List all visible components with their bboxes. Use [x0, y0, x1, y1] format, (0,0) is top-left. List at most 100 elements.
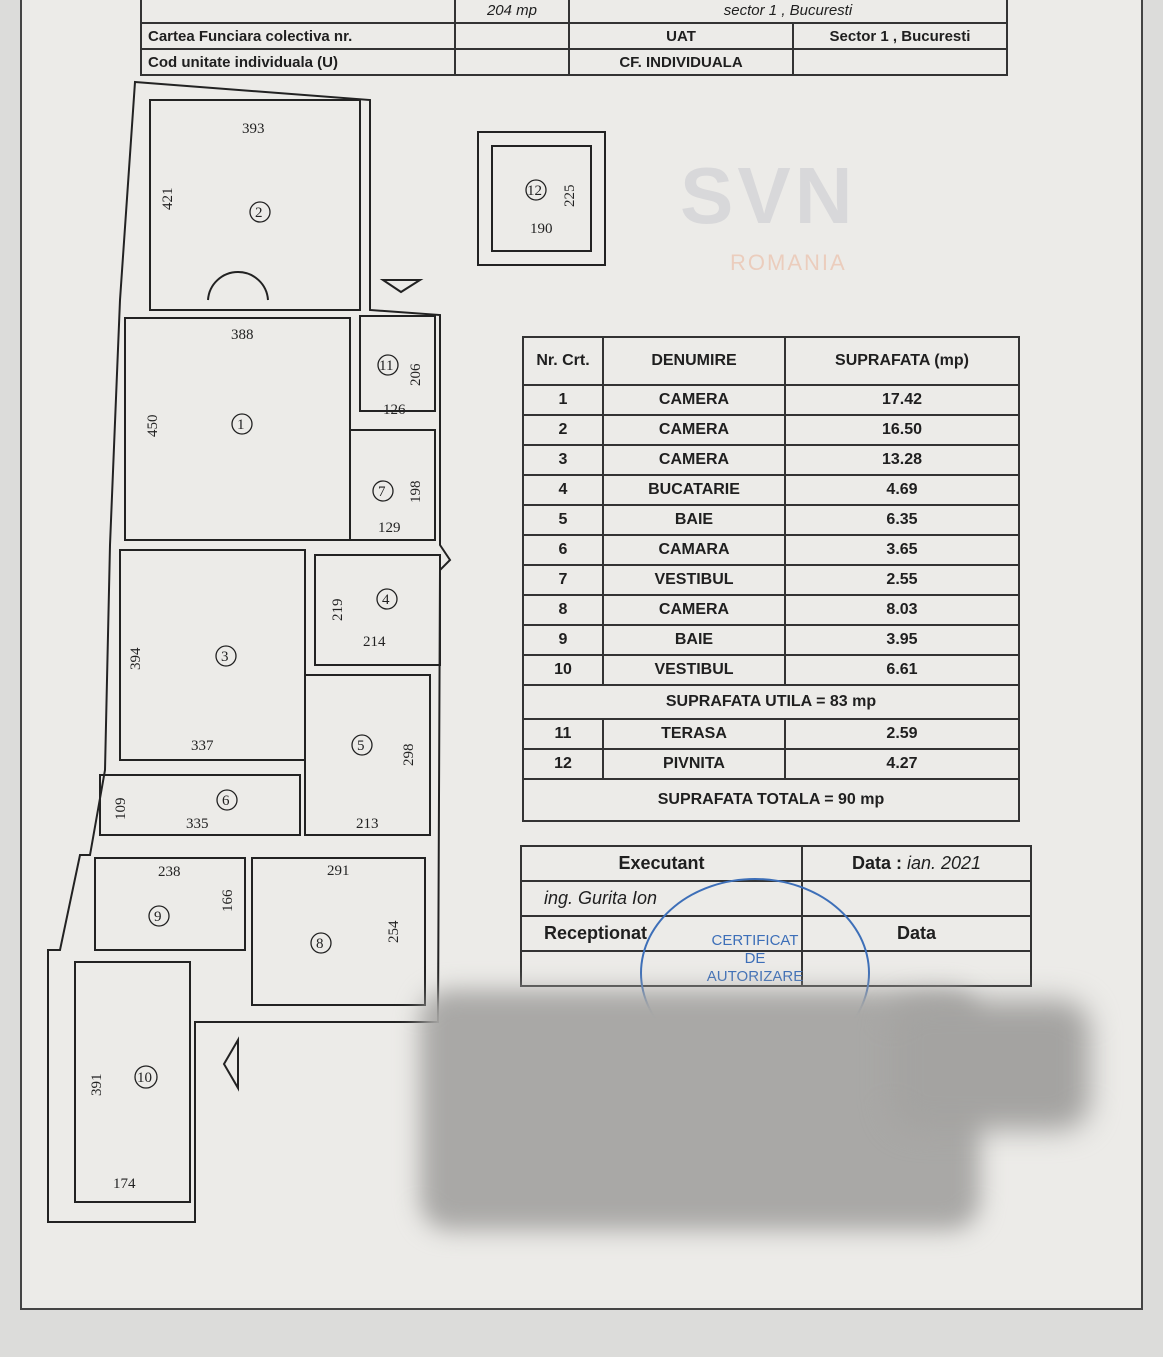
executant-label: Executant — [520, 845, 803, 882]
svg-text:298: 298 — [401, 744, 417, 767]
svg-text:214: 214 — [363, 634, 386, 650]
cf-colectiva-label: Cartea Funciara colectiva nr. — [140, 22, 456, 50]
uat-value: Sector 1 , Bucuresti — [792, 22, 1008, 50]
svg-text:393: 393 — [242, 121, 265, 137]
cell-nr: 4 — [522, 474, 604, 506]
room-11-walls — [359, 315, 436, 412]
room-3-walls — [119, 549, 306, 761]
area-partial: 204 mp — [454, 0, 570, 24]
dimension-labels: 393 421 388 450 206 126 198 129 219 214 … — [89, 121, 578, 1192]
svg-text:9: 9 — [154, 909, 162, 925]
stamp-line-1: CERTIFICAT — [711, 932, 799, 949]
room-9-walls — [94, 857, 246, 951]
svg-text:206: 206 — [408, 363, 424, 386]
room-6-walls — [99, 774, 301, 836]
svg-text:190: 190 — [530, 221, 553, 237]
room-12-inner — [491, 145, 592, 252]
cell-nr: 5 — [522, 504, 604, 536]
cell-nr: 3 — [522, 444, 604, 476]
cell-suprafata: 3.65 — [784, 534, 1020, 566]
cell-denumire: VESTIBUL — [602, 564, 786, 596]
svg-text:2: 2 — [255, 205, 263, 221]
cell-nr: 11 — [522, 718, 604, 750]
room-8-walls — [251, 857, 426, 1006]
cell-denumire: CAMARA — [602, 534, 786, 566]
walls — [47, 80, 606, 1223]
authorization-stamp: CERTIFICAT DE AUTORIZARE — [640, 878, 870, 1068]
svg-text:166: 166 — [220, 889, 236, 912]
door-swing — [207, 270, 269, 301]
svg-text:109: 109 — [113, 798, 129, 821]
cell-denumire: CAMERA — [602, 414, 786, 446]
stamp-line-3: AUTORIZARE — [706, 968, 804, 985]
redacted-area — [420, 990, 980, 1230]
cell-denumire: TERASA — [602, 718, 786, 750]
svg-text:225: 225 — [562, 185, 578, 208]
cell-nr: 1 — [522, 384, 604, 416]
room-5-walls — [304, 674, 431, 836]
cell-denumire: BAIE — [602, 504, 786, 536]
svg-text:3: 3 — [221, 649, 229, 665]
svg-text:219: 219 — [330, 599, 346, 622]
room-7-walls — [349, 429, 436, 541]
cell-nr: 2 — [522, 414, 604, 446]
svg-text:10: 10 — [137, 1070, 152, 1086]
entrance-arrow-icon-2 — [222, 1036, 239, 1092]
room-4-walls — [314, 554, 441, 666]
cell-suprafata: 3.95 — [784, 624, 1020, 656]
cell-denumire: BAIE — [602, 624, 786, 656]
svg-text:238: 238 — [158, 864, 181, 880]
svg-text:11: 11 — [379, 358, 393, 374]
room-2-walls — [149, 99, 361, 311]
cell-suprafata: 2.55 — [784, 564, 1020, 596]
cell-nr: 7 — [522, 564, 604, 596]
cell-nr: 10 — [522, 654, 604, 686]
cell-nr: 9 — [522, 624, 604, 656]
uat-label: UAT — [568, 22, 794, 50]
svg-text:388: 388 — [231, 327, 254, 343]
svg-text:174: 174 — [113, 1176, 136, 1192]
svg-text:12: 12 — [527, 183, 542, 199]
svg-text:129: 129 — [378, 520, 401, 536]
date-label: Data : — [851, 853, 907, 873]
svg-text:198: 198 — [408, 481, 424, 504]
svg-text:254: 254 — [386, 920, 402, 943]
cell-suprafata: 13.28 — [784, 444, 1020, 476]
svg-text:4: 4 — [382, 592, 390, 608]
svg-text:213: 213 — [356, 816, 379, 832]
table-header: Nr. Crt. DENUMIRE SUPRAFATA (mp) — [522, 336, 1020, 386]
watermark-sub: ROMANIA — [730, 250, 847, 275]
room-10-walls — [74, 961, 191, 1203]
svg-text:335: 335 — [186, 816, 209, 832]
cell-suprafata: 6.61 — [784, 654, 1020, 686]
cell-denumire: CAMERA — [602, 384, 786, 416]
svg-text:394: 394 — [128, 647, 144, 670]
cell-denumire: BUCATARIE — [602, 474, 786, 506]
cell-nr: 6 — [522, 534, 604, 566]
room-12-outer — [477, 131, 606, 266]
util-surface: SUPRAFATA UTILA = 83 mp — [522, 684, 1020, 720]
svg-text:126: 126 — [383, 402, 406, 418]
cell-suprafata: 4.69 — [784, 474, 1020, 506]
svg-text:7: 7 — [378, 484, 386, 500]
cell-nr: 12 — [522, 748, 604, 780]
watermark-brand: SVN — [680, 151, 857, 240]
cell-denumire: CAMERA — [602, 444, 786, 476]
cell-suprafata: 17.42 — [784, 384, 1020, 416]
cell-suprafata: 16.50 — [784, 414, 1020, 446]
svg-text:1: 1 — [237, 417, 245, 433]
svg-text:8: 8 — [316, 936, 324, 952]
redacted-area-2 — [890, 1000, 1090, 1130]
